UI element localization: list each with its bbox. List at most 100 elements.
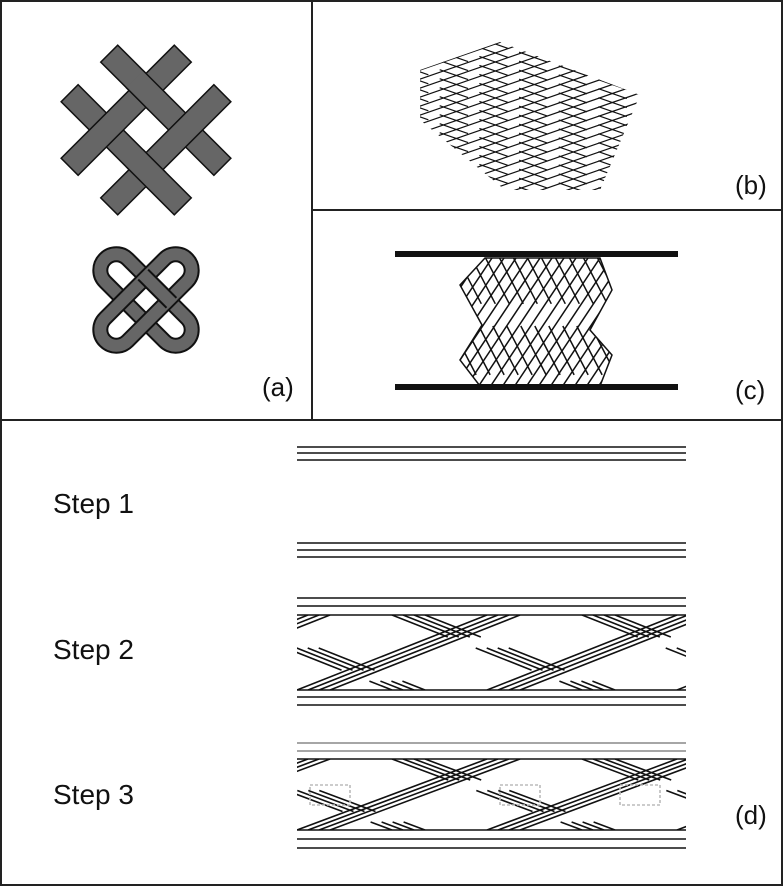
strand-line (595, 258, 612, 386)
strand-line (297, 781, 426, 830)
braid (297, 759, 686, 830)
strand-line (420, 136, 640, 190)
strand-line (297, 759, 488, 830)
strand-line (358, 255, 428, 390)
strand-line (297, 785, 415, 830)
strand-line (553, 258, 612, 386)
strand-line (460, 258, 471, 386)
strand-line (581, 258, 612, 386)
strand-line (332, 255, 422, 390)
strand-line (297, 615, 298, 616)
strand-line (420, 55, 640, 147)
strand-line (603, 615, 686, 649)
strand-line (497, 759, 686, 830)
bar-over (126, 70, 166, 111)
panel-label-c: (c) (735, 375, 766, 405)
step-1-label: Step 1 (53, 488, 134, 519)
strand-line (699, 615, 783, 690)
strand-line (297, 615, 331, 629)
strand-line (420, 139, 640, 190)
panel-label-d: (d) (735, 800, 767, 830)
strand-line (676, 825, 686, 830)
strand-line (297, 615, 488, 690)
strand-line (460, 258, 543, 386)
strand-line (519, 767, 686, 830)
strand-line (420, 118, 640, 190)
strand-line (125, 87, 150, 111)
strand-line (297, 615, 320, 625)
strand-line (307, 759, 499, 830)
strand-line (420, 42, 640, 51)
strand-line (420, 42, 640, 111)
strand-line (400, 0, 660, 41)
strand-line (142, 70, 167, 94)
strand-line (463, 258, 555, 386)
panel-label-a: (a) (262, 372, 294, 402)
strand-line (460, 258, 513, 386)
strand-line (539, 258, 611, 386)
bar-over (126, 149, 166, 190)
fiber-mesh (619, 784, 661, 806)
strand-line (523, 258, 612, 386)
braid-between-plates-illustration (296, 251, 722, 390)
strand-line (318, 759, 510, 830)
strand-line (614, 759, 686, 787)
strand-line (329, 615, 521, 690)
strand-line (497, 615, 686, 690)
step-2-label: Step 2 (53, 634, 134, 665)
strand-line (318, 615, 510, 690)
strand-line (413, 759, 605, 830)
strand-line (344, 255, 434, 390)
strand-line (420, 42, 640, 84)
strand-line (460, 258, 485, 386)
strand-line (603, 759, 686, 791)
strand-line (420, 42, 640, 69)
strand-line (402, 615, 594, 690)
strand-line (497, 258, 569, 386)
strand-line (475, 258, 567, 386)
step-3-label: Step 3 (53, 779, 134, 810)
panel-label-b: (b) (735, 170, 767, 200)
strand-line (460, 258, 531, 386)
strand-line (511, 258, 603, 386)
strand-line (652, 255, 722, 390)
strand-line (486, 615, 678, 690)
strand-line (297, 759, 331, 773)
strand-line (487, 258, 579, 386)
strand-line (391, 615, 583, 690)
strand-line (420, 130, 640, 190)
strand-line (676, 685, 686, 690)
strand-line (297, 638, 426, 690)
strand-line (329, 759, 521, 830)
strand-line (125, 166, 150, 190)
strand-line (308, 255, 398, 390)
bar (99, 44, 232, 177)
strand-line (297, 793, 393, 830)
strand-line (420, 42, 640, 60)
strand-line (297, 789, 404, 830)
strand-line (368, 255, 458, 390)
strand-line (420, 42, 640, 75)
strand-line (400, 0, 660, 32)
strand-line (420, 121, 640, 190)
woven-bars-illustration (60, 44, 232, 216)
strand-line (420, 172, 640, 190)
strand-line (296, 255, 386, 390)
strand-line (571, 258, 612, 386)
strand-line (547, 258, 612, 386)
strand-line (400, 0, 660, 14)
strand-line (511, 258, 583, 386)
strand-line (508, 763, 686, 830)
strand-line (330, 255, 400, 390)
strand-line (535, 258, 612, 386)
strand-line (483, 258, 555, 386)
strand-line (316, 255, 386, 390)
strand-line (710, 615, 783, 690)
strand-line (320, 255, 410, 390)
strand-line (420, 42, 640, 96)
strand-line (420, 42, 640, 57)
strand-line (297, 642, 415, 690)
strand-line (142, 149, 167, 173)
strand-line (581, 759, 686, 799)
